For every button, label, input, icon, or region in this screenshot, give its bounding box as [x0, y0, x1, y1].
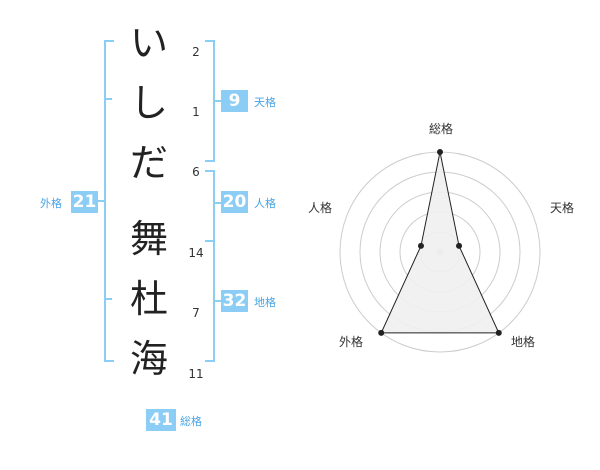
radar-label-soukaku: 総格: [429, 122, 454, 136]
radar-point-3: [378, 329, 385, 336]
soukaku-label: 総格: [180, 415, 202, 428]
tenkaku-badge: 9: [221, 90, 248, 112]
stroke-count-3: 6: [192, 165, 200, 179]
radar-label-chikaku: 地格: [511, 335, 536, 349]
bracket-tick: [104, 98, 112, 100]
radar-point-1: [456, 242, 463, 249]
radar-point-0: [437, 149, 443, 155]
tenkaku-connector: [213, 100, 221, 102]
chikaku-connector: [213, 300, 221, 302]
gaikaku-connector: [98, 200, 106, 202]
radar-label-jinkaku: 人格: [308, 201, 333, 215]
name-char-5: 杜: [130, 277, 169, 321]
name-char-2: し: [130, 81, 169, 125]
jinkaku-badge: 20: [221, 191, 248, 213]
chikaku-label: 地格: [254, 296, 276, 309]
gaikaku-badge: 21: [71, 191, 98, 213]
tenkaku-label: 天格: [254, 96, 276, 109]
stroke-count-2: 1: [192, 105, 200, 119]
radar-label-tenkaku: 天格: [550, 201, 575, 215]
jinkaku-label: 人格: [254, 197, 276, 210]
name-char-1: い: [130, 21, 169, 65]
name-char-4: 舞: [130, 217, 169, 261]
stroke-count-5: 7: [192, 306, 200, 320]
radar-point-4: [417, 242, 424, 249]
radar-point-2: [495, 329, 502, 336]
chikaku-badge: 32: [221, 290, 248, 312]
radar-label-gaikaku: 外格: [339, 335, 364, 349]
name-char-6: 海: [130, 337, 169, 381]
stroke-count-1: 2: [192, 45, 200, 59]
bracket-tick: [104, 298, 112, 300]
stroke-count-6: 11: [188, 367, 204, 381]
name-char-3: だ: [130, 141, 169, 185]
jinkaku-connector: [213, 202, 221, 204]
soukaku-badge: 41: [146, 409, 176, 431]
radar-area: [380, 151, 500, 334]
stroke-count-4: 14: [188, 246, 204, 260]
gaikaku-label: 外格: [40, 197, 62, 210]
